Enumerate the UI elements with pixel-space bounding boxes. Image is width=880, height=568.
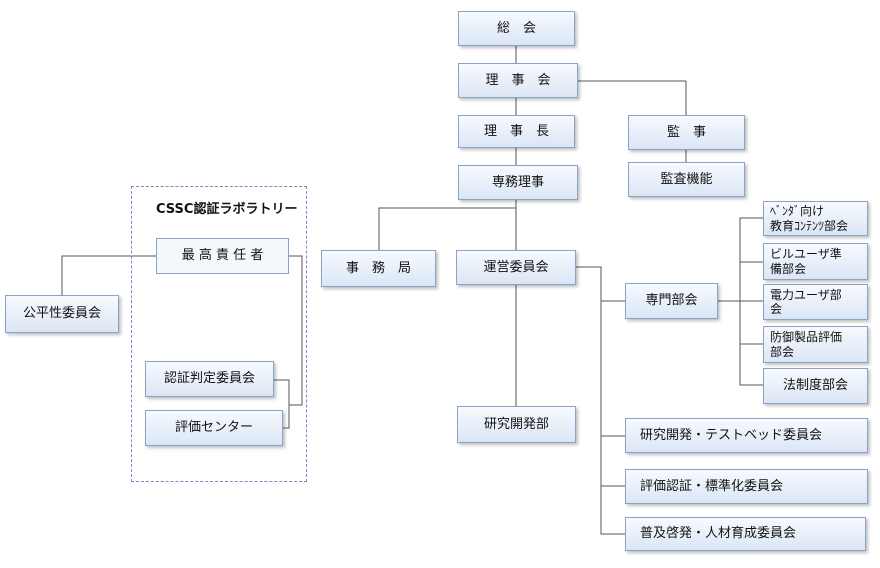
auditor-box: 監 事 <box>628 115 745 150</box>
legal-system-subcommittee-box: 法制度部会 <box>763 368 868 404</box>
vendor-education-subcommittee-box: ﾍﾞﾝﾀﾞ向け 教育ｺﾝﾃﾝﾂ部会 <box>763 201 868 236</box>
promotion-hr-committee-box: 普及啓発・人材育成委員会 <box>625 517 866 551</box>
eval-cert-std-committee-box: 評価認証・標準化委員会 <box>625 469 868 504</box>
steering-committee-box: 運営委員会 <box>456 250 576 285</box>
secretariat-box: 事 務 局 <box>321 250 436 287</box>
defense-eval-label: 防御製品評価 部会 <box>770 330 843 359</box>
top-manager-box: 最 高 責 任 者 <box>156 238 289 274</box>
rnd-testbed-committee-box: 研究開発・テストベッド委員会 <box>625 418 868 453</box>
board-box: 理 事 会 <box>458 63 578 98</box>
rnd-dept-box: 研究開発部 <box>457 406 576 443</box>
power-users-subcommittee-box: 電力ユーザ部 会 <box>763 284 868 320</box>
cssc-lab-boundary <box>131 186 307 482</box>
cssc-lab-title: CSSC認証ラボラトリー <box>156 202 298 217</box>
fairness-committee-box: 公平性委員会 <box>5 295 119 333</box>
audit-function-box: 監査機能 <box>628 162 745 197</box>
building-users-subcommittee-box: ビルユーザ準 備部会 <box>763 243 868 280</box>
cert-judgment-committee-box: 認証判定委員会 <box>145 361 274 397</box>
executive-director-box: 専務理事 <box>458 165 578 200</box>
chairman-box: 理 事 長 <box>458 115 575 148</box>
defense-eval-subcommittee-box: 防御製品評価 部会 <box>763 326 868 363</box>
eval-center-box: 評価センター <box>145 410 283 446</box>
technical-subcommittee-box: 専門部会 <box>625 283 718 319</box>
vendor-education-label: ﾍﾞﾝﾀﾞ向け 教育ｺﾝﾃﾝﾂ部会 <box>770 204 849 233</box>
building-users-label: ビルユーザ準 備部会 <box>770 247 842 276</box>
power-users-label: 電力ユーザ部 会 <box>770 287 842 316</box>
general-meeting-box: 総 会 <box>458 11 575 46</box>
